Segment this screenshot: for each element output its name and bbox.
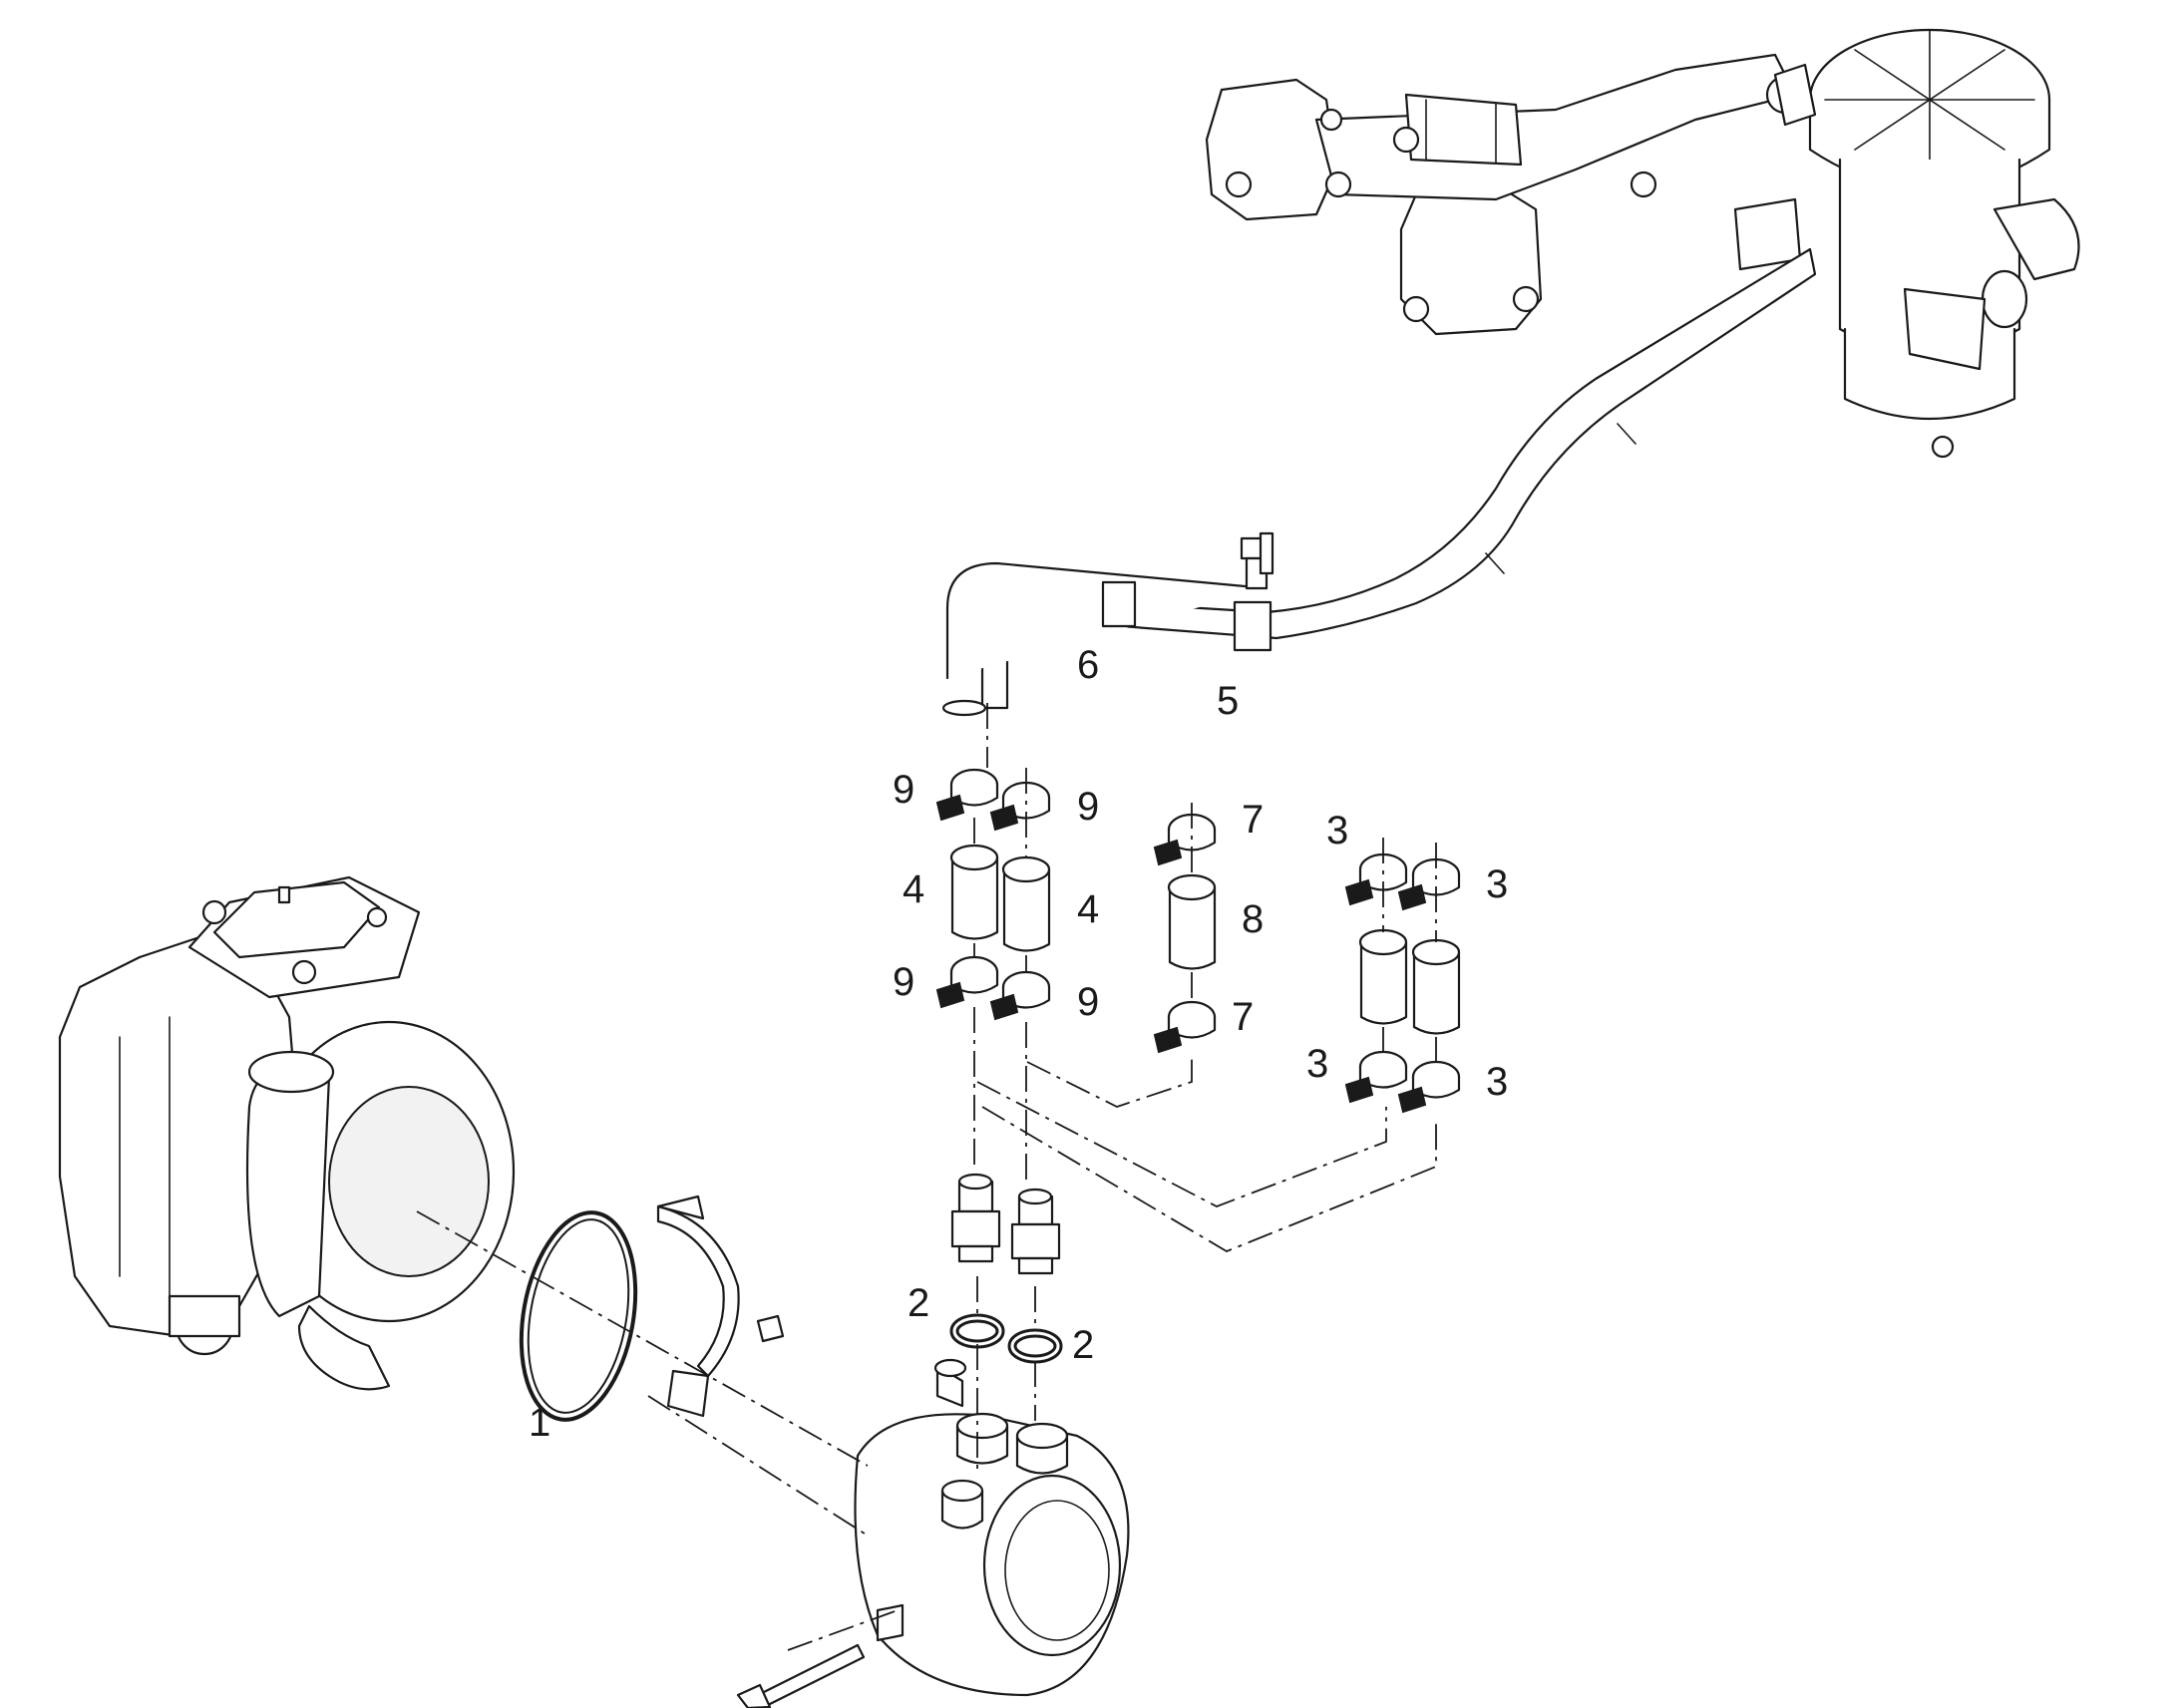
callout-1: 1 [529, 1401, 550, 1445]
callout-8: 8 [1242, 897, 1264, 941]
callout-labels: 1 2 2 3 3 3 3 4 4 5 6 7 7 8 9 9 9 9 [529, 643, 1508, 1445]
callout-4-right: 4 [1077, 887, 1099, 931]
intake-manifold [1205, 53, 1797, 336]
seal-ring-and-vband-clamp [519, 1195, 785, 1422]
callout-3-upper-left: 3 [1326, 809, 1348, 853]
callout-6: 6 [1077, 643, 1099, 687]
callout-3-lower-right: 3 [1486, 1060, 1508, 1104]
turbocharger [58, 875, 516, 1391]
callout-9-lower-right: 9 [1077, 980, 1099, 1024]
breather-tube-5-6 [941, 247, 1817, 717]
fittings [950, 1173, 1061, 1275]
hoses-4 [949, 844, 1051, 952]
callout-3-lower-left: 3 [1306, 1042, 1328, 1086]
breather-bolt [1259, 531, 1274, 575]
callout-3-upper-right: 3 [1486, 862, 1508, 906]
callout-9-upper-left: 9 [893, 768, 914, 812]
callout-7-lower: 7 [1232, 995, 1254, 1039]
callout-2-left: 2 [908, 1281, 929, 1325]
callout-7-upper: 7 [1242, 798, 1264, 842]
callout-9-upper-right: 9 [1077, 785, 1099, 829]
clamps-7-hose-8 [1153, 813, 1217, 1054]
mounting-bolt [736, 1643, 866, 1708]
hose-clamps-9 [935, 768, 1051, 1021]
callout-9-lower-left: 9 [893, 960, 914, 1004]
callout-5: 5 [1217, 679, 1239, 723]
clamps-3-hoses [1344, 853, 1461, 1114]
callout-2-right: 2 [1072, 1323, 1094, 1367]
o-rings-2 [949, 1313, 1063, 1364]
callout-4-left: 4 [903, 867, 924, 911]
air-filter-housing [1733, 28, 2080, 459]
assembly-leader-lines [416, 703, 1437, 1651]
compressor-adapter [854, 1358, 1130, 1697]
